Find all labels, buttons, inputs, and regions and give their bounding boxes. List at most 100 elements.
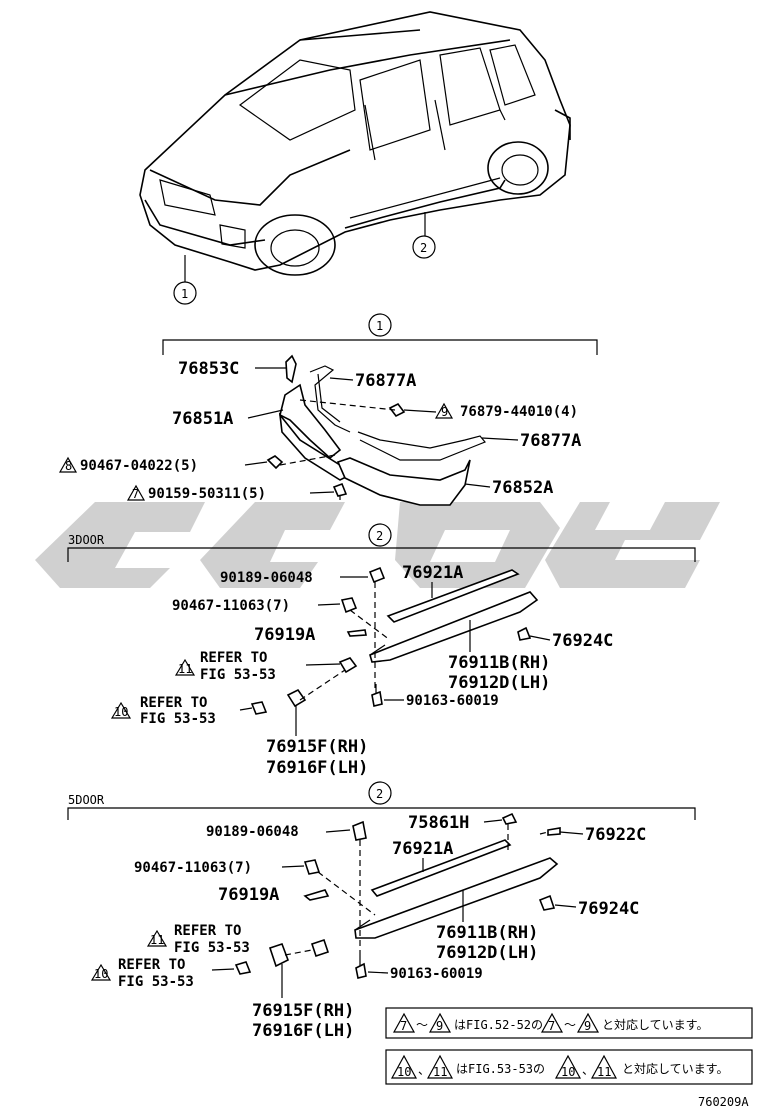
section-5door-title: 5DOOR bbox=[68, 793, 105, 807]
5door-label-75861H: 75861H bbox=[408, 813, 469, 833]
note2-sep-a: 、 bbox=[418, 1063, 430, 1077]
note2-tri11: 11 bbox=[433, 1065, 447, 1079]
3door-side-moulding bbox=[250, 566, 539, 715]
section-3door-callout-label: 2 bbox=[376, 529, 383, 543]
note-box-1: 7 ～ 9 はFIG.52-52の 7 ～ 9 と対応しています。 bbox=[385, 1007, 753, 1039]
watermark-logo: cdc bbox=[35, 502, 720, 588]
5door-leader-76922C bbox=[559, 831, 584, 835]
5door-refer10-b: FIG 53-53 bbox=[118, 974, 194, 990]
callout-2-circle bbox=[412, 235, 436, 259]
note2-sep-b: 、 bbox=[582, 1063, 594, 1077]
dash-3door-2 bbox=[349, 609, 391, 641]
label-76877A-bot: 76877A bbox=[520, 431, 581, 451]
5door-label-90467: 90467-11063(7) bbox=[134, 860, 252, 876]
section-5door-callout bbox=[368, 781, 392, 805]
3door-label-76919A: 76919A bbox=[254, 625, 315, 645]
note1-tilde: ～ bbox=[416, 1018, 428, 1032]
note1-tri9: 9 bbox=[436, 1019, 443, 1033]
callout-1-circle bbox=[173, 281, 197, 305]
note1-text-b: と対応しています。 bbox=[602, 1018, 708, 1032]
5door-refer11-a: REFER TO bbox=[174, 923, 241, 939]
3door-callout-11-triangle bbox=[174, 658, 196, 676]
3door-leader-refer10 bbox=[239, 707, 253, 711]
leader-dash-76879 bbox=[299, 399, 396, 411]
figure-id: 760209A bbox=[698, 1095, 749, 1109]
leader-76852A bbox=[464, 483, 491, 488]
section-1-bracket bbox=[162, 339, 598, 355]
3door-callout-10-label: 10 bbox=[114, 705, 128, 719]
note1-tri9b: 9 bbox=[584, 1019, 591, 1033]
section-5door-bracket bbox=[67, 807, 696, 820]
label-90467-04022: 90467-04022(5) bbox=[80, 458, 198, 474]
5door-label-76921A: 76921A bbox=[392, 839, 453, 859]
callout-9-triangle bbox=[434, 402, 454, 419]
5door-leader-90163 bbox=[367, 971, 389, 974]
3door-label-90189: 90189-06048 bbox=[220, 570, 313, 586]
label-76879: 76879-44010(4) bbox=[460, 404, 578, 420]
note1-tilde-b: ～ bbox=[564, 1018, 576, 1032]
3door-leader-refer11 bbox=[305, 663, 341, 666]
5door-callout-11-label: 11 bbox=[150, 933, 164, 947]
leader-76851A bbox=[247, 409, 284, 419]
section-3door-title: 3DOOR bbox=[68, 533, 105, 547]
note1-tri7b: 7 bbox=[548, 1019, 555, 1033]
5door-label-76911B: 76911B(RH) bbox=[436, 923, 538, 943]
5door-leader-90467 bbox=[281, 865, 305, 868]
5door-label-76915F: 76915F(RH) bbox=[252, 1001, 354, 1021]
label-76851A: 76851A bbox=[172, 409, 233, 429]
5door-side-moulding bbox=[234, 812, 561, 979]
leader-76877A-bot bbox=[481, 437, 519, 441]
front-spoiler-parts bbox=[266, 354, 486, 506]
section-5door-callout-label: 2 bbox=[376, 787, 383, 801]
3door-refer11-a: REFER TO bbox=[200, 650, 267, 666]
dash-5door-2 bbox=[317, 871, 376, 916]
3door-leader-76924C bbox=[529, 635, 551, 641]
label-76853C: 76853C bbox=[178, 359, 239, 379]
5door-callout-11-triangle bbox=[146, 929, 168, 947]
label-90159: 90159-50311(5) bbox=[148, 486, 266, 502]
5door-label-76924C: 76924C bbox=[578, 899, 639, 919]
5door-callout-10-label: 10 bbox=[94, 967, 108, 981]
note2-text-a: はFIG.53-53の bbox=[456, 1062, 545, 1076]
dash-3door-3 bbox=[299, 669, 346, 701]
callout-9-label: 9 bbox=[441, 405, 448, 419]
5door-refer11-b: FIG 53-53 bbox=[174, 940, 250, 956]
note-box-2: 10 、 11 はFIG.53-53の 10 、 11 と対応しています。 bbox=[385, 1049, 753, 1085]
3door-label-76924C: 76924C bbox=[552, 631, 613, 651]
5door-label-90189: 90189-06048 bbox=[206, 824, 299, 840]
leader-76877A-top bbox=[329, 377, 354, 381]
3door-leader-90467 bbox=[317, 603, 341, 606]
5door-refer10-a: REFER TO bbox=[118, 957, 185, 973]
callout-7-label: 7 bbox=[132, 487, 139, 501]
note1-tri7: 7 bbox=[400, 1019, 407, 1033]
callout-2-label: 2 bbox=[420, 241, 427, 255]
vehicle-illustration bbox=[139, 11, 571, 276]
3door-refer10-a: REFER TO bbox=[140, 695, 207, 711]
section-1-callout-label: 1 bbox=[376, 319, 383, 333]
section-3door-callout bbox=[368, 523, 392, 547]
dash-5door-4 bbox=[539, 831, 549, 835]
dash-5door-5 bbox=[284, 949, 313, 956]
5door-callout-10-triangle bbox=[90, 963, 112, 981]
3door-label-76911B: 76911B(RH) bbox=[448, 653, 550, 673]
5door-leader-76924C bbox=[554, 904, 577, 908]
note1-text-a: はFIG.52-52の bbox=[454, 1018, 543, 1032]
section-3door-bracket bbox=[67, 547, 696, 562]
3door-label-76921A: 76921A bbox=[402, 563, 463, 583]
5door-label-90163: 90163-60019 bbox=[390, 966, 483, 982]
3door-label-76915F: 76915F(RH) bbox=[266, 737, 368, 757]
label-76852A: 76852A bbox=[492, 478, 553, 498]
3door-callout-11-label: 11 bbox=[178, 662, 192, 676]
note2-tri10: 10 bbox=[397, 1065, 411, 1079]
3door-label-90467: 90467-11063(7) bbox=[172, 598, 290, 614]
5door-leader-90189 bbox=[325, 829, 351, 833]
5door-label-76922C: 76922C bbox=[585, 825, 646, 845]
note2-tri11b: 11 bbox=[597, 1065, 611, 1079]
callout-1-label: 1 bbox=[181, 287, 188, 301]
leader-90467-04022 bbox=[244, 461, 268, 466]
note2-tri10b: 10 bbox=[561, 1065, 575, 1079]
callout-8-triangle bbox=[58, 456, 78, 473]
3door-label-76916F: 76916F(LH) bbox=[266, 758, 368, 778]
5door-label-76912D: 76912D(LH) bbox=[436, 943, 538, 963]
